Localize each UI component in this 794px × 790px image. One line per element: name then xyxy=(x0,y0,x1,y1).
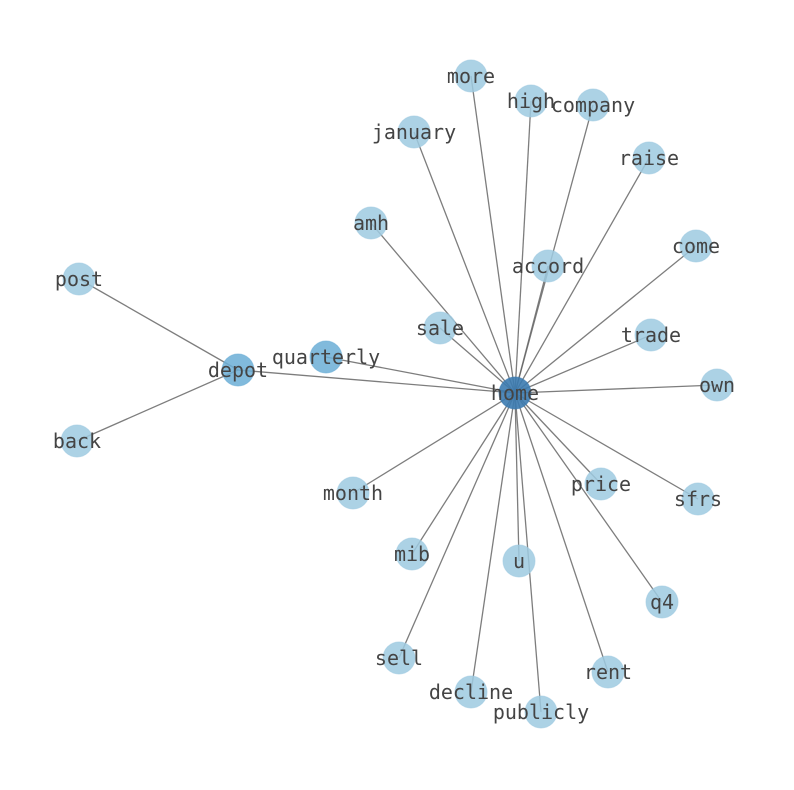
node-label-home: home xyxy=(491,381,539,405)
node-raise xyxy=(632,141,666,175)
edge-back-depot xyxy=(76,369,239,442)
node-sell xyxy=(382,641,416,675)
edge-month-home xyxy=(352,392,516,494)
node-label-post: post xyxy=(55,267,103,291)
edge-post-depot xyxy=(78,278,239,371)
edge-mib-home xyxy=(411,392,516,555)
edge-accord-home xyxy=(514,265,549,394)
node-quarterly xyxy=(309,340,343,374)
node-month xyxy=(336,476,370,510)
node-back xyxy=(60,424,94,458)
node-company xyxy=(576,88,610,122)
edge-more-home xyxy=(470,75,516,394)
edge-high-home xyxy=(514,100,532,394)
node-own xyxy=(700,368,734,402)
edge-sell-home xyxy=(398,392,516,659)
edge-amh-home xyxy=(370,222,516,394)
node-accord xyxy=(531,249,565,283)
node-high xyxy=(514,84,548,118)
node-january xyxy=(397,115,431,149)
node-trade xyxy=(634,318,668,352)
node-publicly xyxy=(524,695,558,729)
node-label-own: own xyxy=(699,373,735,397)
node-label-more: more xyxy=(447,64,495,88)
edge-raise-home xyxy=(514,157,650,394)
node-label-amh: amh xyxy=(353,211,389,235)
node-label-q4: q4 xyxy=(650,590,674,614)
node-amh xyxy=(354,206,388,240)
node-decline xyxy=(454,675,488,709)
nodes-layer xyxy=(60,59,734,729)
edge-decline-home xyxy=(470,392,516,693)
node-more xyxy=(454,59,488,93)
edge-trade-home xyxy=(514,334,652,394)
node-sfrs xyxy=(681,482,715,516)
node-sale xyxy=(423,311,457,345)
edge-sfrs-home xyxy=(514,392,699,500)
node-mib xyxy=(395,537,429,571)
edge-q4-home xyxy=(514,392,663,603)
node-price xyxy=(584,467,618,501)
node-q4 xyxy=(645,585,679,619)
node-label-accord: accord xyxy=(512,254,584,278)
node-label-price: price xyxy=(571,472,631,496)
node-label-high: high xyxy=(507,89,555,113)
node-u xyxy=(502,544,536,578)
node-rent xyxy=(591,655,625,689)
edge-depot-home xyxy=(237,369,516,394)
node-label-raise: raise xyxy=(619,146,679,170)
node-label-sell: sell xyxy=(375,646,423,670)
node-label-decline: decline xyxy=(429,680,513,704)
node-label-publicly: publicly xyxy=(493,700,589,724)
node-label-january: january xyxy=(372,120,456,144)
node-label-quarterly: quarterly xyxy=(272,345,380,369)
node-label-mib: mib xyxy=(394,542,430,566)
node-home xyxy=(498,376,532,410)
node-come xyxy=(679,229,713,263)
edge-sale-home xyxy=(439,327,516,394)
node-label-come: come xyxy=(672,234,720,258)
edge-january-home xyxy=(413,131,516,394)
edge-come-home xyxy=(514,245,697,394)
edge-quarterly-home xyxy=(325,356,516,394)
node-label-u: u xyxy=(513,549,525,573)
node-label-back: back xyxy=(53,429,101,453)
edge-own-home xyxy=(514,384,718,394)
node-post xyxy=(62,262,96,296)
edge-u-home xyxy=(514,392,520,562)
node-depot xyxy=(221,353,255,387)
edge-price-home xyxy=(514,392,602,485)
node-label-rent: rent xyxy=(584,660,632,684)
node-label-depot: depot xyxy=(208,358,268,382)
edges-layer xyxy=(76,75,718,713)
node-label-month: month xyxy=(323,481,383,505)
node-label-company: company xyxy=(551,93,635,117)
node-label-sale: sale xyxy=(416,316,464,340)
edge-rent-home xyxy=(514,392,609,673)
node-label-trade: trade xyxy=(621,323,681,347)
node-label-sfrs: sfrs xyxy=(674,487,722,511)
